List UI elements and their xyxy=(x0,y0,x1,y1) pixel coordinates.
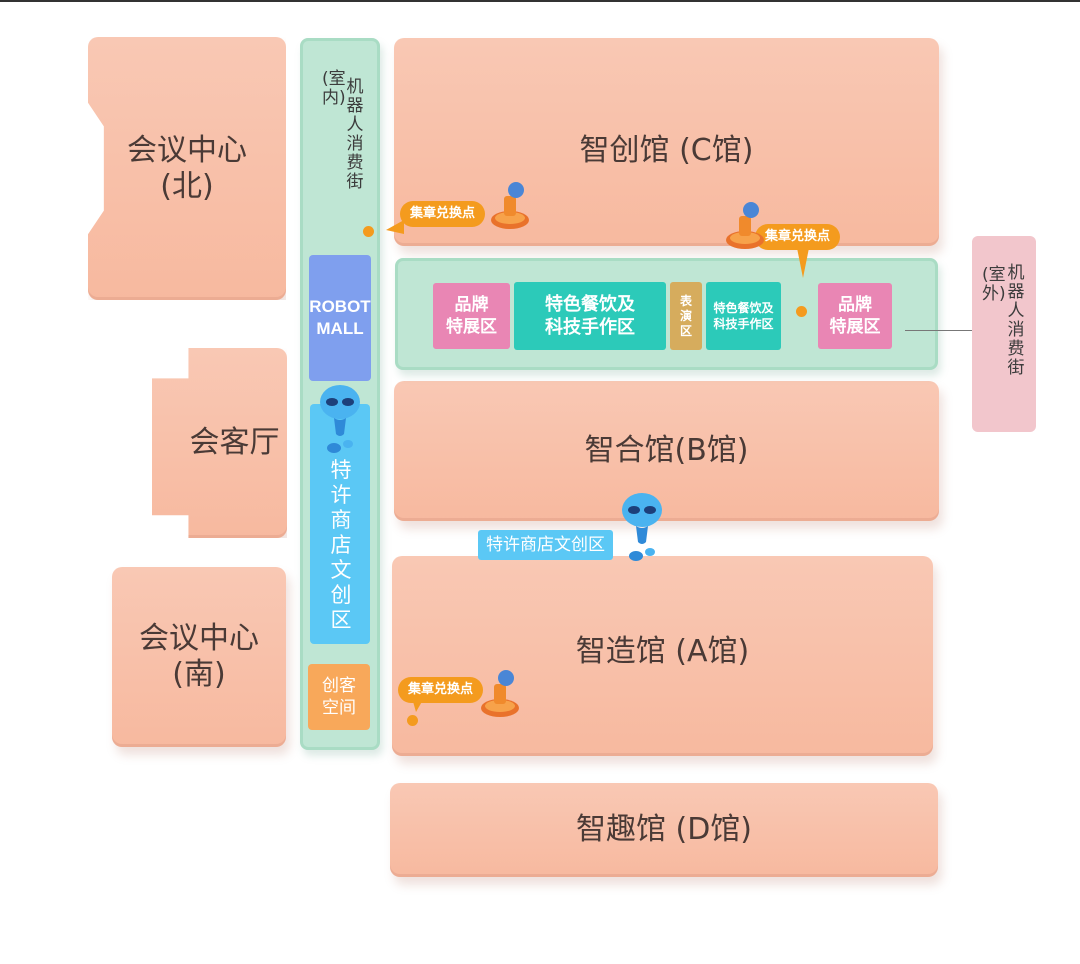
building-conference-south[interactable]: 会议中心 (南) xyxy=(112,567,286,747)
ip-shop-label[interactable]: 特许商店文创区 xyxy=(478,530,613,560)
building-hall-a[interactable]: 智造馆 (A馆) xyxy=(392,556,933,756)
performance-zone-label: 表演区 xyxy=(679,293,692,338)
building-hall-b[interactable]: 智合馆(B馆) xyxy=(394,381,939,521)
stamp-exchange-pointer-1 xyxy=(386,220,404,234)
location-dot xyxy=(796,306,807,317)
food-craft-zone-right[interactable]: 特色餐饮及 科技手作区 xyxy=(706,282,781,350)
mascot-icon xyxy=(320,385,360,453)
building-conference-north[interactable]: 会议中心 (北) xyxy=(88,37,286,300)
building-hall-c-label: 智创馆 (C馆) xyxy=(579,133,754,168)
stamp-exchange-pointer-3 xyxy=(412,698,424,712)
window-top-border xyxy=(0,0,1080,2)
stamp-exchange-label-1[interactable]: 集章兑换点 xyxy=(400,201,486,227)
stamp-exchange-pointer-2 xyxy=(797,248,809,278)
outdoor-robot-street-sublabel: (室外) xyxy=(982,265,1006,304)
building-hall-d-label: 智趣馆 (D馆) xyxy=(575,812,753,847)
stamp-exchange-label-3[interactable]: 集章兑换点 xyxy=(398,677,484,703)
building-guest-hall[interactable]: 会客厅 xyxy=(152,348,287,538)
outdoor-robot-street-label: 机器人消费街 xyxy=(1007,263,1025,378)
outdoor-street-leader-line xyxy=(905,330,973,331)
stamp-icon xyxy=(491,182,529,229)
stamp-exchange-label-2[interactable]: 集章兑换点 xyxy=(755,224,841,250)
indoor-robot-street-label: 机器人消费街 xyxy=(346,77,364,192)
robot-mall-zone[interactable]: ROBOT MALL xyxy=(309,255,371,381)
building-hall-a-label: 智造馆 (A馆) xyxy=(575,634,750,669)
building-guest-hall-label: 会客厅 xyxy=(189,425,280,460)
brand-exhibit-zone-right[interactable]: 品牌 特展区 xyxy=(818,283,892,349)
building-hall-d[interactable]: 智趣馆 (D馆) xyxy=(390,783,938,877)
ip-shop-zone[interactable]: 特许商店文创区 xyxy=(310,404,370,644)
stamp-exchange-dot-1 xyxy=(363,226,374,237)
building-conference-north-label: 会议中心 (北) xyxy=(127,132,247,204)
brand-exhibit-zone-left[interactable]: 品牌 特展区 xyxy=(433,283,510,349)
stamp-icon xyxy=(481,670,519,717)
indoor-robot-street-sublabel: (室内) xyxy=(322,69,346,108)
performance-zone[interactable]: 表演区 xyxy=(670,282,702,350)
building-hall-b-label: 智合馆(B馆) xyxy=(584,433,749,468)
stamp-icon xyxy=(726,202,764,249)
stamp-exchange-dot-3 xyxy=(407,715,418,726)
mascot-icon xyxy=(622,493,662,561)
maker-space-zone[interactable]: 创客 空间 xyxy=(308,664,370,730)
building-conference-south-label: 会议中心 (南) xyxy=(139,621,259,692)
food-craft-zone-left[interactable]: 特色餐饮及 科技手作区 xyxy=(514,282,666,350)
ip-shop-zone-label: 特许商店文创区 xyxy=(330,458,352,632)
outdoor-robot-street[interactable]: (室外) 机器人消费街 xyxy=(972,236,1036,432)
